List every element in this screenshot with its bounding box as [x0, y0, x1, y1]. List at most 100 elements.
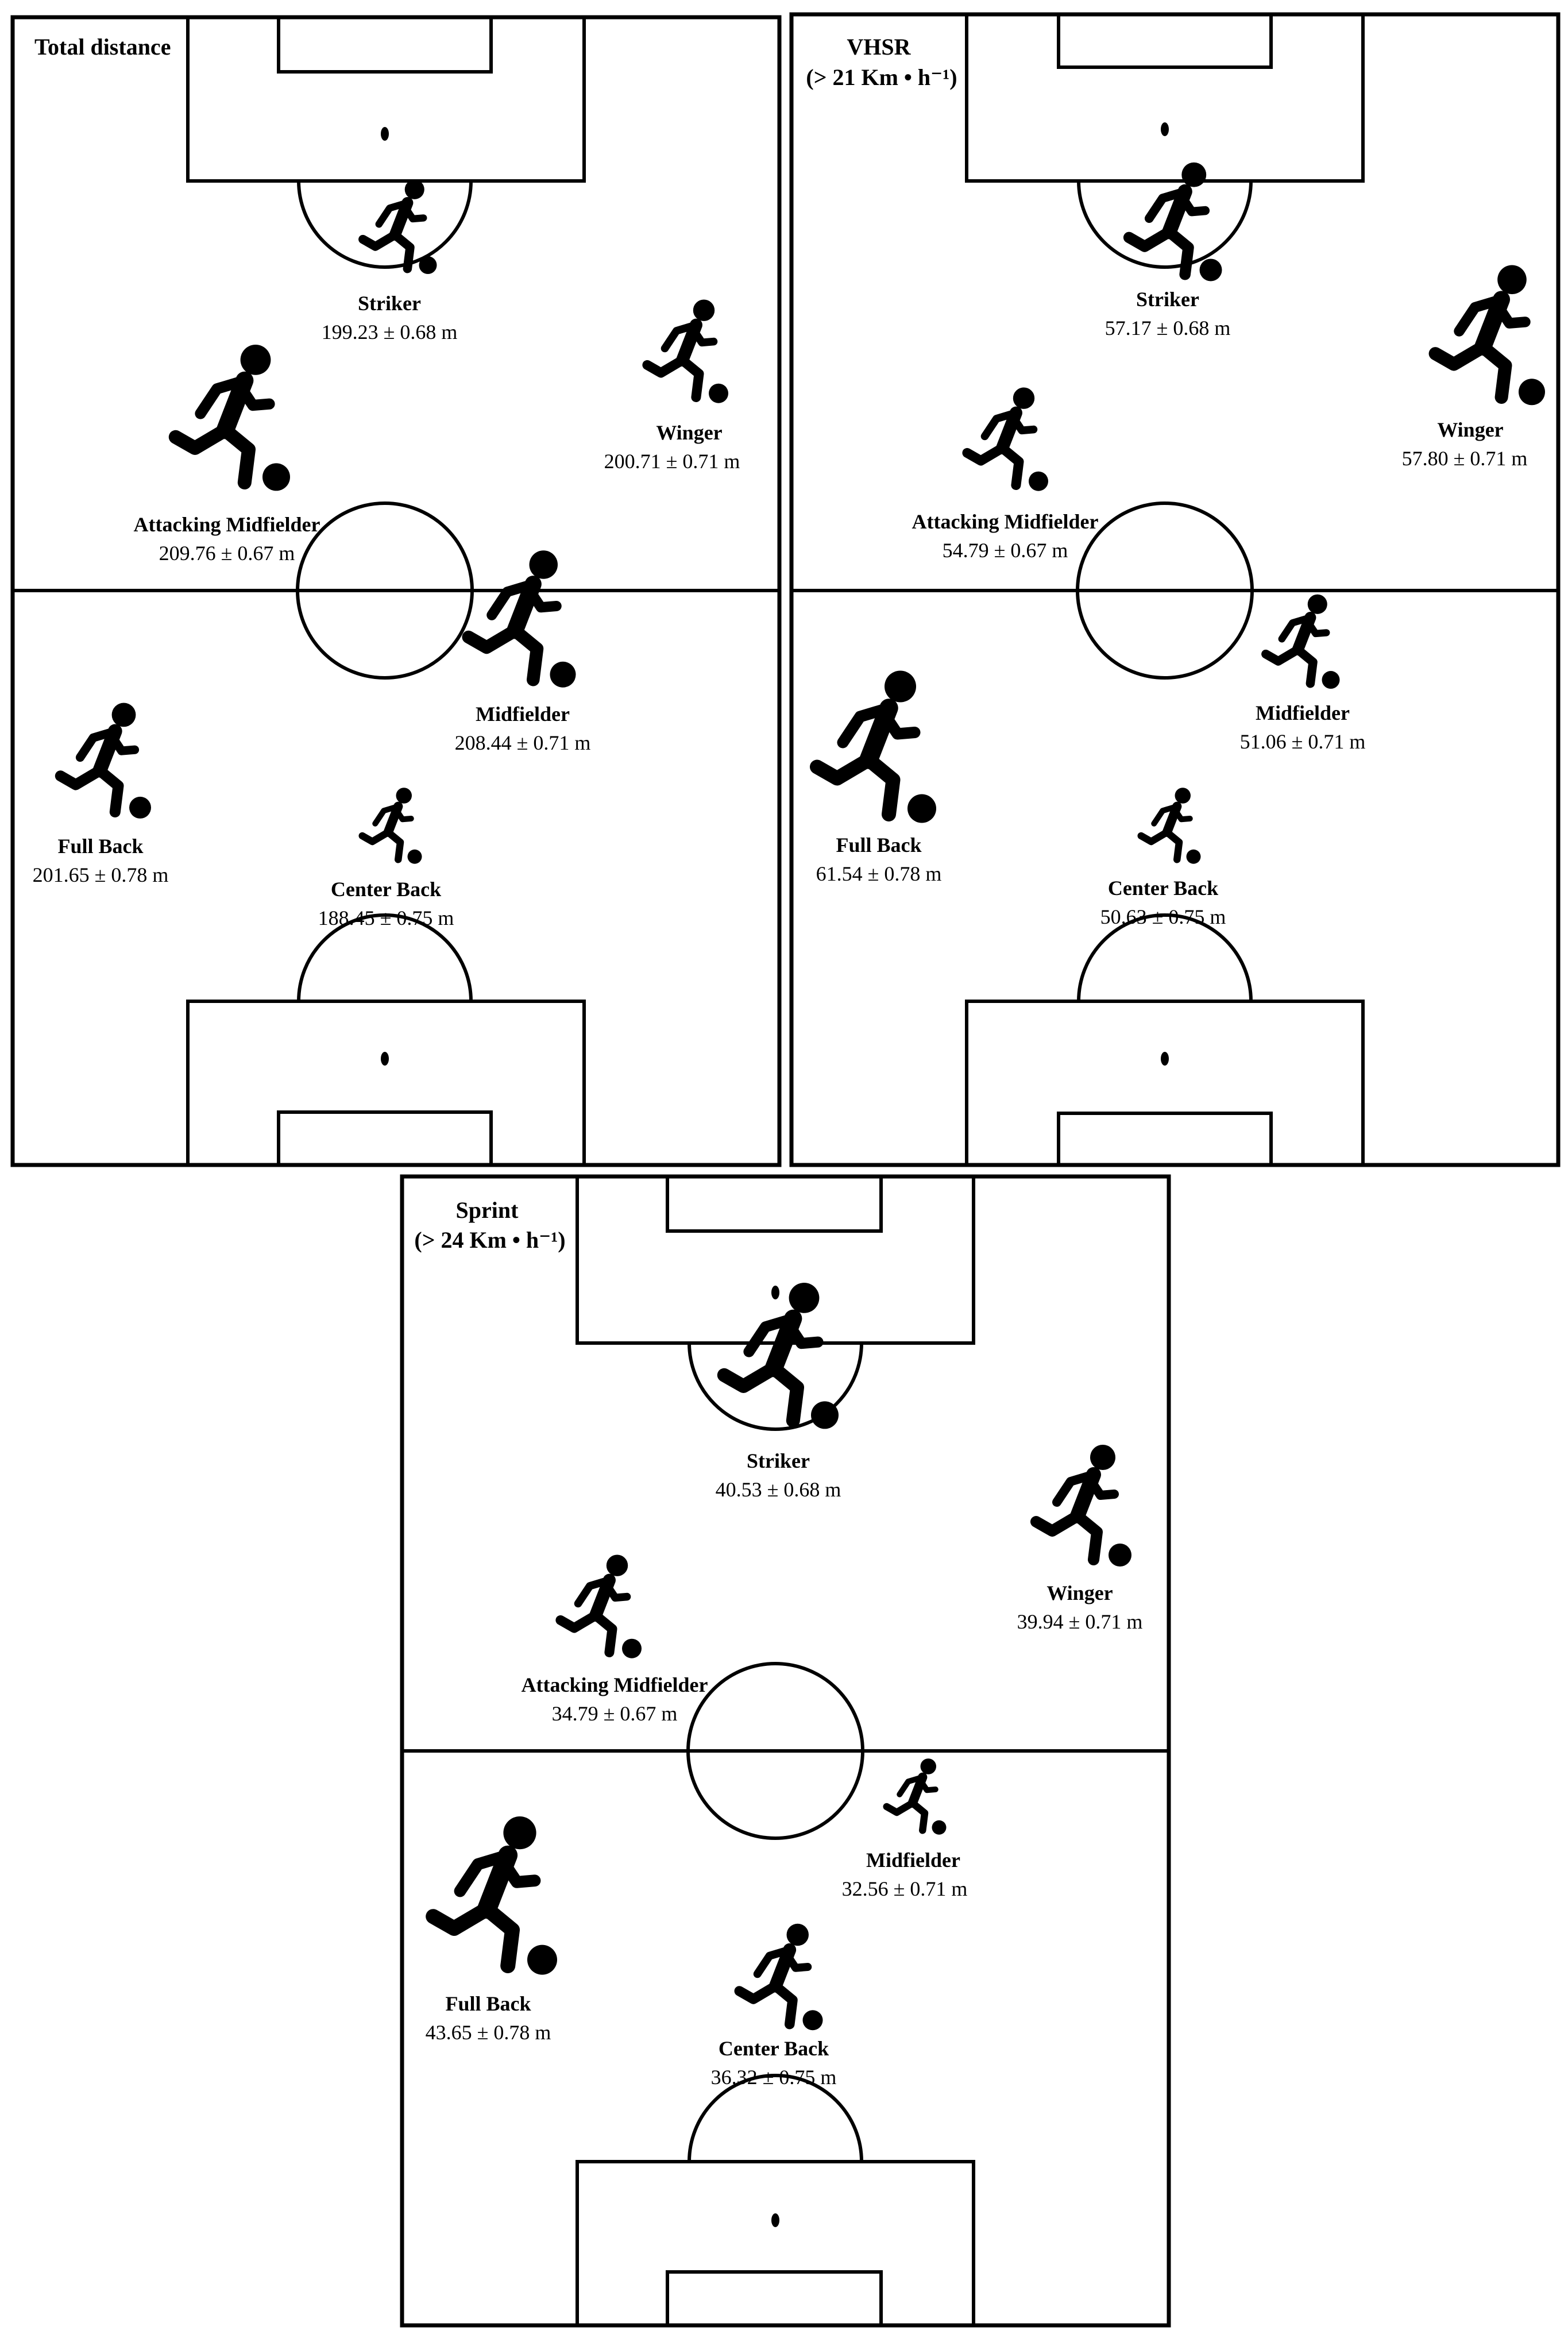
- panel-title: Total distance: [34, 34, 171, 60]
- position-value: 57.80 ± 0.71 m: [1402, 447, 1528, 470]
- position-center-back: Center Back 50.63 ± 0.75 m: [1100, 788, 1226, 928]
- position-striker: Striker 199.23 ± 0.68 m: [322, 180, 458, 344]
- penalty-arc-bottom: [1077, 913, 1253, 1002]
- footballer-icon: [1141, 788, 1201, 864]
- position-value: 61.54 ± 0.78 m: [816, 862, 942, 885]
- position-value: 54.79 ± 0.67 m: [943, 539, 1068, 562]
- position-name: Winger: [1437, 418, 1503, 441]
- position-winger: Winger 200.71 ± 0.71 m: [604, 300, 740, 473]
- position-value: 201.65 ± 0.78 m: [33, 863, 169, 886]
- position-name: Midfielder: [1256, 701, 1350, 724]
- position-value: 209.76 ± 0.67 m: [159, 542, 295, 565]
- position-name: Full Back: [836, 834, 921, 857]
- position-striker: Striker 40.53 ± 0.68 m: [716, 1283, 841, 1501]
- penalty-arc-bottom: [297, 913, 473, 1002]
- footballer-icon: [647, 300, 728, 403]
- center-circle: [296, 501, 474, 680]
- penalty-spot-bottom: [381, 1052, 389, 1066]
- pitch-panel-vhsr: VHSR (> 21 Km • h⁻¹) Striker 57.17 ± 0.6…: [789, 12, 1561, 1167]
- position-center-back: Center Back 188.45 ± 0.75 m: [318, 788, 454, 929]
- penalty-arc-bottom: [688, 2074, 863, 2162]
- position-name: Midfielder: [476, 703, 570, 726]
- panel-title: VHSR (> 21 Km • h⁻¹): [806, 34, 957, 90]
- goal-area-top: [1057, 13, 1273, 69]
- position-value: 208.44 ± 0.71 m: [455, 731, 591, 754]
- position-full-back: Full Back 43.65 ± 0.78 m: [426, 1816, 557, 2044]
- footballer-icon: [739, 1924, 822, 2031]
- goal-area-top: [666, 1175, 883, 1233]
- penalty-box-top: [186, 16, 586, 183]
- position-midfielder: Midfielder 51.06 ± 0.71 m: [1240, 595, 1366, 753]
- center-circle: [686, 1662, 864, 1840]
- position-name: Center Back: [331, 878, 441, 901]
- footballer-icon: [817, 671, 937, 823]
- penalty-box-bottom: [965, 1000, 1365, 1167]
- position-value: 188.45 ± 0.75 m: [318, 906, 454, 929]
- goal-area-bottom: [277, 1110, 493, 1167]
- footballer-icon: [469, 550, 576, 688]
- position-value: 39.94 ± 0.71 m: [1017, 1610, 1143, 1633]
- penalty-box-bottom: [186, 1000, 586, 1167]
- position-striker: Striker 57.17 ± 0.68 m: [1105, 163, 1230, 339]
- penalty-spot-top: [1161, 122, 1169, 136]
- position-name: Center Back: [1108, 877, 1218, 900]
- footballer-icon: [363, 180, 437, 274]
- goal-area-bottom: [666, 2270, 883, 2327]
- position-name: Winger: [1046, 1581, 1113, 1604]
- footballer-icon: [362, 788, 422, 864]
- penalty-spot-top: [771, 1286, 779, 1299]
- position-midfielder: Midfielder 208.44 ± 0.71 m: [455, 550, 591, 754]
- position-name: Striker: [358, 292, 421, 315]
- position-value: 32.56 ± 0.71 m: [842, 1877, 968, 1900]
- position-value: 51.06 ± 0.71 m: [1240, 730, 1366, 753]
- penalty-arc-top: [1077, 180, 1253, 269]
- footballer-icon: [561, 1555, 642, 1658]
- penalty-box-top: [965, 13, 1365, 183]
- position-full-back: Full Back 201.65 ± 0.78 m: [33, 703, 169, 886]
- position-value: 199.23 ± 0.68 m: [322, 321, 458, 344]
- position-attacking-midfielder: Attacking Midfielder 34.79 ± 0.67 m: [522, 1555, 708, 1725]
- footballer-icon: [433, 1816, 557, 1975]
- goal-area-top: [277, 16, 493, 74]
- position-winger: Winger 57.80 ± 0.71 m: [1402, 265, 1545, 470]
- position-value: 40.53 ± 0.68 m: [716, 1478, 841, 1501]
- position-name: Midfielder: [866, 1849, 960, 1872]
- position-value: 43.65 ± 0.78 m: [426, 2021, 551, 2044]
- position-value: 200.71 ± 0.71 m: [604, 450, 740, 473]
- position-midfielder: Midfielder 32.56 ± 0.71 m: [842, 1758, 968, 1900]
- penalty-spot-top: [381, 127, 389, 141]
- position-name: Striker: [1136, 288, 1199, 311]
- penalty-arc-top: [688, 1342, 863, 1431]
- panel-title: Sprint (> 24 Km • h⁻¹): [414, 1197, 565, 1253]
- position-name: Striker: [747, 1449, 810, 1472]
- position-name: Full Back: [445, 1992, 531, 2015]
- penalty-spot-bottom: [771, 2213, 779, 2227]
- position-winger: Winger 39.94 ± 0.71 m: [1017, 1445, 1143, 1633]
- penalty-arc-top: [297, 180, 473, 269]
- position-name: Attacking Midfielder: [522, 1673, 708, 1696]
- position-value: 50.63 ± 0.75 m: [1100, 905, 1226, 928]
- position-name: Center Back: [719, 2037, 829, 2060]
- position-name: Full Back: [57, 835, 143, 858]
- footballer-icon: [1266, 595, 1340, 689]
- position-center-back: Center Back 36.32 ± 0.75 m: [711, 1924, 837, 2089]
- penalty-box-bottom: [576, 2160, 975, 2327]
- penalty-spot-bottom: [1161, 1052, 1169, 1066]
- goal-area-bottom: [1057, 1112, 1273, 1167]
- footballer-icon: [60, 703, 151, 819]
- footballer-icon: [724, 1283, 839, 1429]
- position-name: Winger: [656, 421, 722, 444]
- footballer-icon: [887, 1758, 947, 1835]
- pitch-panel-sprint: Sprint (> 24 Km • h⁻¹) Striker 40.53 ± 0…: [400, 1174, 1171, 2328]
- position-attacking-midfielder: Attacking Midfielder 54.79 ± 0.67 m: [912, 388, 1098, 562]
- position-full-back: Full Back 61.54 ± 0.78 m: [816, 671, 942, 885]
- footballer-icon: [1036, 1445, 1131, 1567]
- position-name: Attacking Midfielder: [134, 513, 320, 536]
- position-attacking-midfielder: Attacking Midfielder 209.76 ± 0.67 m: [134, 345, 320, 565]
- pitch-panel-total-distance: Total distance Striker 199.23 ± 0.68 m W…: [10, 15, 782, 1167]
- center-circle: [1076, 501, 1254, 680]
- footballer-icon: [176, 345, 290, 491]
- position-value: 36.32 ± 0.75 m: [711, 2066, 837, 2089]
- footballer-icon: [967, 388, 1048, 491]
